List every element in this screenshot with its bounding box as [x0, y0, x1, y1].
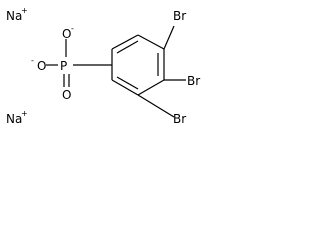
- oxygen-double-label: O: [62, 88, 71, 102]
- ring-bond-bottom-left-inner: [117, 77, 138, 89]
- ring-bond-top-left-inner: [117, 41, 138, 53]
- oxygen-left-charge: -: [31, 56, 34, 65]
- oxygen-top-charge: -: [71, 24, 74, 33]
- ring-bond-top-left: [112, 35, 138, 49]
- bromine-label-middle: Br: [187, 74, 200, 88]
- bond-c-br-bottom: [138, 95, 174, 117]
- sodium-label-bottom: Na: [6, 112, 22, 126]
- phosphorus-label: P: [60, 59, 67, 73]
- structure-diagram: Br Br Br P O - O - O Na + Na +: [0, 0, 239, 155]
- ring-bond-top-right: [138, 35, 164, 49]
- bromine-label-bottom: Br: [173, 112, 186, 126]
- bond-c-br-top: [164, 26, 174, 49]
- bromine-label-top: Br: [173, 9, 186, 23]
- ring-bond-bottom-right: [138, 80, 164, 95]
- sodium-charge-top: +: [21, 6, 28, 15]
- sodium-label-top: Na: [6, 9, 22, 23]
- benzene-ring: [112, 35, 164, 95]
- oxygen-left-label: O: [37, 59, 46, 73]
- sodium-charge-bottom: +: [21, 109, 28, 118]
